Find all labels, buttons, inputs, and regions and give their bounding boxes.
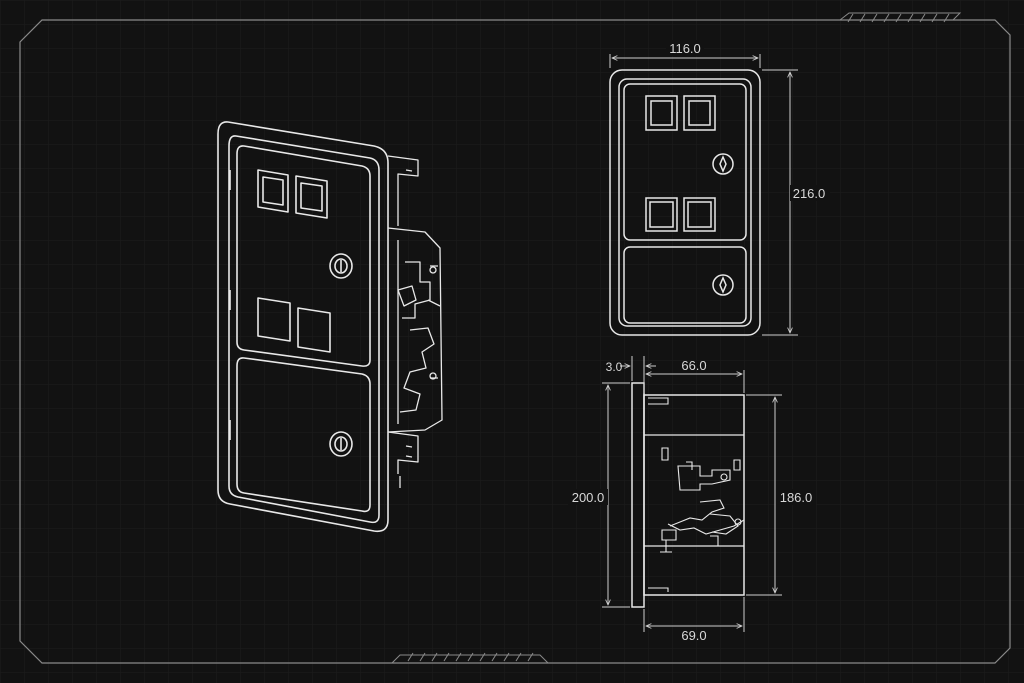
side-right-height-label: 186.0 — [780, 490, 813, 505]
iso-lower-door — [236, 357, 371, 513]
iso-upper-door — [236, 145, 371, 367]
isometric-view — [217, 121, 443, 533]
front-lower-door — [623, 246, 747, 324]
front-height-bg — [790, 185, 830, 201]
iso-upper-lock — [329, 253, 353, 279]
side-view — [631, 382, 745, 608]
front-return-buttons — [645, 197, 716, 232]
frame-ticks-bottom — [391, 652, 549, 664]
front-inner — [618, 78, 752, 327]
frame-ticks-top — [839, 12, 962, 23]
front-upper-door — [623, 83, 747, 241]
front-width-label: 116.0 — [669, 41, 701, 56]
side-right-height-bg — [776, 489, 816, 505]
side-top-depth-label: 66.0 — [681, 358, 706, 373]
front-view — [609, 69, 761, 336]
drawing-frame — [19, 19, 1011, 664]
iso-lower-lock — [329, 431, 353, 457]
front-dimensions — [609, 54, 798, 336]
front-coin-buttons — [645, 95, 716, 131]
iso-outer-flange — [217, 121, 389, 533]
front-upper-lock — [712, 153, 734, 175]
side-body — [643, 394, 745, 596]
front-width-bg — [666, 40, 704, 56]
iso-rear-mechanism — [387, 155, 443, 488]
side-left-height-label: 200.0 — [572, 490, 605, 505]
iso-return-buttons — [257, 297, 331, 353]
side-left-height-bg — [568, 489, 608, 505]
front-height-label: 216.0 — [793, 186, 826, 201]
front-lower-lock — [712, 274, 734, 296]
iso-inner-flange — [228, 135, 380, 524]
side-flange-label: 3.0 — [606, 360, 623, 374]
iso-coin-buttons-top — [257, 169, 328, 219]
side-mechanism — [660, 447, 745, 553]
side-bottom-depth-label: 69.0 — [681, 628, 706, 643]
side-dimensions — [602, 356, 782, 632]
front-outer — [609, 69, 761, 336]
